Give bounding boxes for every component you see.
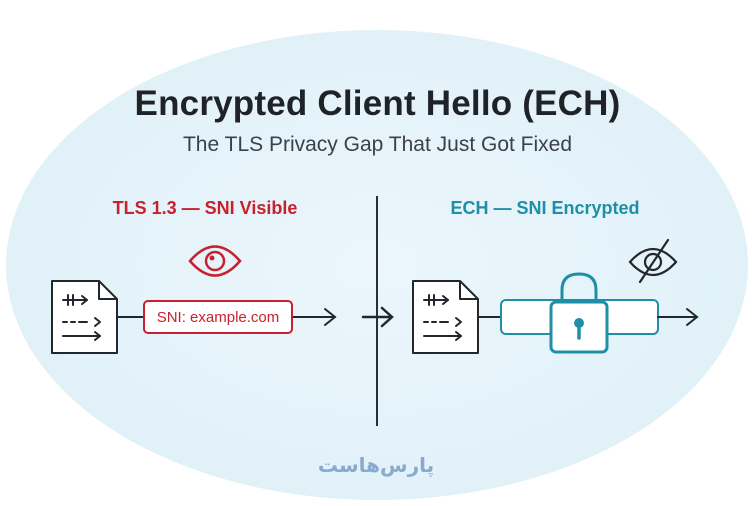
diagram-title: Encrypted Client Hello (ECH) bbox=[134, 84, 621, 123]
right-panel-heading: ECH — SNI Encrypted bbox=[450, 198, 640, 218]
padlock-icon bbox=[549, 272, 609, 354]
document-icon bbox=[51, 280, 118, 354]
document-icon bbox=[412, 280, 479, 354]
sni-field: SNI: example.com bbox=[143, 300, 293, 334]
arrow-right-icon bbox=[361, 306, 394, 328]
panel-divider bbox=[376, 196, 378, 426]
diagram-subtitle: The TLS Privacy Gap That Just Got Fixed bbox=[182, 133, 573, 156]
arrow-right-icon bbox=[292, 308, 337, 326]
eye-icon bbox=[188, 245, 242, 277]
arrow-right-icon bbox=[657, 308, 699, 326]
eye-slash-icon bbox=[628, 238, 678, 284]
left-panel-heading: TLS 1.3 — SNI Visible bbox=[112, 198, 298, 218]
brand-logo: پارس‌هاست bbox=[317, 453, 435, 477]
